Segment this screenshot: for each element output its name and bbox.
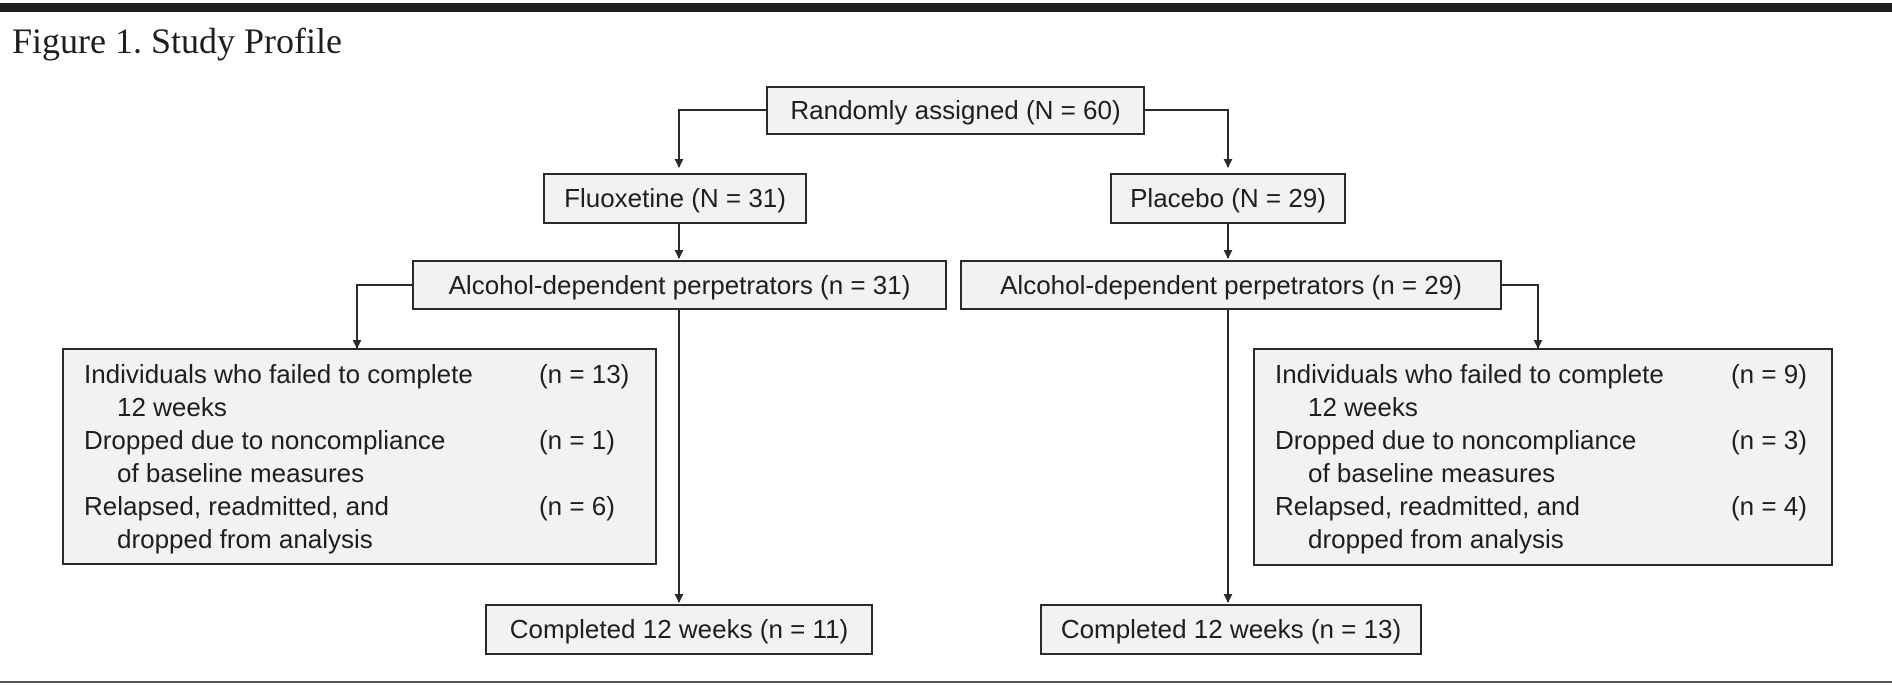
alcohol-dependent-right-box: Alcohol-dependent perpetrators (n = 29) (960, 260, 1502, 310)
dropout-right-row: Dropped due to noncompliance of baseline… (1255, 424, 1831, 490)
dropout-label: Dropped due to noncompliance of baseline… (84, 424, 445, 490)
arrow-to-dropout-left (352, 284, 412, 349)
figure-title: Figure 1. Study Profile (12, 21, 342, 61)
dropout-label-line2: dropped from analysis (1308, 524, 1564, 554)
arrow-to-placebo (1145, 109, 1233, 168)
dropout-label-line1: Dropped due to noncompliance (1275, 425, 1637, 455)
alcohol-dependent-left-box: Alcohol-dependent perpetrators (n = 31) (412, 260, 947, 310)
dropout-label-line1: Dropped due to noncompliance (84, 425, 446, 455)
arrow-to-fluoxetine (674, 109, 766, 168)
dropout-right-row: Individuals who failed to complete 12 we… (1255, 358, 1831, 424)
dropout-count: (n = 6) (539, 491, 615, 521)
dropout-count: (n = 1) (539, 425, 615, 455)
dropout-label-line2: 12 weeks (117, 392, 227, 422)
dropout-label-line1: Relapsed, readmitted, and (84, 491, 389, 521)
dropout-label: Dropped due to noncompliance of baseline… (1275, 424, 1636, 490)
dropout-count: (n = 9) (1731, 359, 1807, 389)
dropout-label: Relapsed, readmitted, and dropped from a… (84, 490, 389, 556)
dropout-count: (n = 3) (1731, 425, 1807, 455)
arrow-to-dropout-right (1502, 284, 1543, 349)
placebo-box: Placebo (N = 29) (1110, 173, 1346, 224)
top-rule (0, 3, 1892, 12)
completed-right-box: Completed 12 weeks (n = 13) (1040, 604, 1422, 655)
dropout-label: Individuals who failed to complete 12 we… (1275, 358, 1664, 424)
dropout-right-box: Individuals who failed to complete 12 we… (1253, 348, 1833, 566)
dropout-label-line2: dropped from analysis (117, 524, 373, 554)
dropout-left-row: Dropped due to noncompliance of baseline… (64, 424, 655, 490)
dropout-label-line1: Individuals who failed to complete (1275, 359, 1664, 389)
dropout-label-line2: 12 weeks (1308, 392, 1418, 422)
bottom-rule (0, 681, 1892, 683)
dropout-label: Relapsed, readmitted, and dropped from a… (1275, 490, 1580, 556)
fluoxetine-box: Fluoxetine (N = 31) (543, 173, 807, 224)
dropout-label-line2: of baseline measures (117, 458, 365, 488)
dropout-label-line2: of baseline measures (1308, 458, 1556, 488)
dropout-right-row: Relapsed, readmitted, and dropped from a… (1255, 490, 1831, 556)
dropout-left-row: Relapsed, readmitted, and dropped from a… (64, 490, 655, 556)
dropout-label-line1: Individuals who failed to complete (84, 359, 473, 389)
dropout-count: (n = 13) (539, 359, 630, 389)
dropout-label-line1: Relapsed, readmitted, and (1275, 491, 1580, 521)
dropout-label: Individuals who failed to complete 12 we… (84, 358, 473, 424)
randomized-box: Randomly assigned (N = 60) (766, 86, 1145, 135)
dropout-count: (n = 4) (1731, 491, 1807, 521)
dropout-left-row: Individuals who failed to complete 12 we… (64, 358, 655, 424)
completed-left-box: Completed 12 weeks (n = 11) (485, 604, 873, 655)
dropout-left-box: Individuals who failed to complete 12 we… (62, 348, 657, 565)
